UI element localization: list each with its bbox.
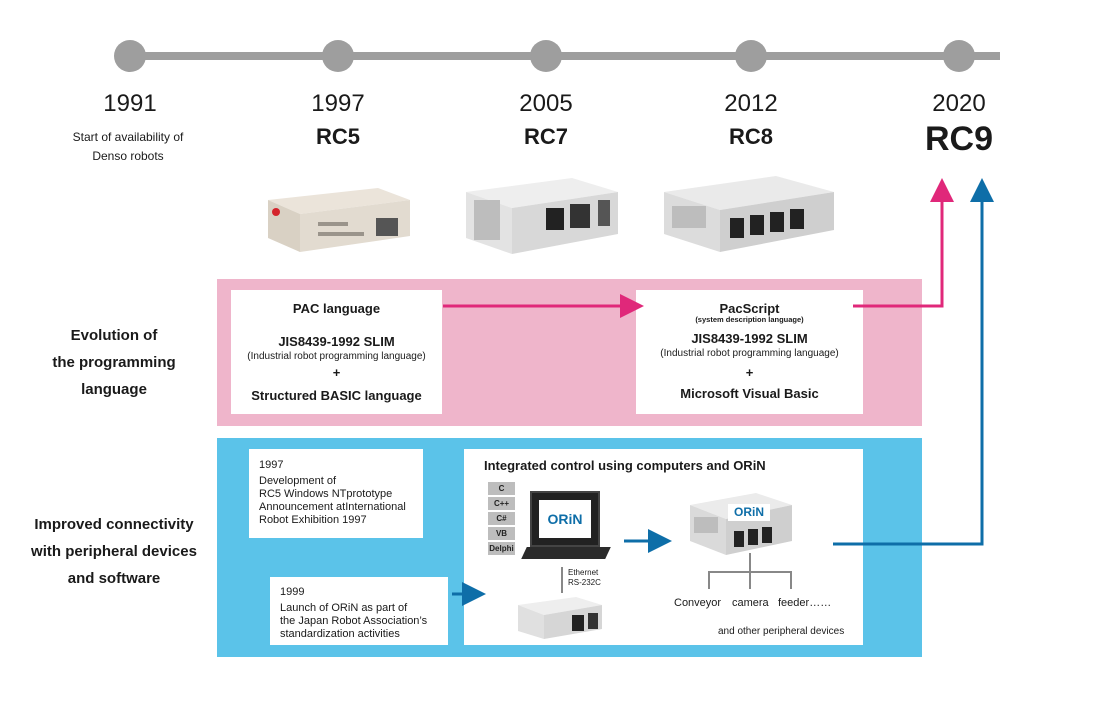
note-line: standardization activities — [280, 628, 400, 640]
year-2005: 2005 — [519, 90, 573, 117]
timeline-line — [128, 52, 1000, 60]
lang-chip-vb: VB — [488, 527, 515, 540]
keyboard-icon — [521, 547, 611, 559]
pacscript-line2: (Industrial robot programming language) — [660, 348, 839, 359]
lang-chip-csharp: C# — [488, 512, 515, 525]
year-1997: 1997 — [311, 90, 365, 117]
pacscript-plus: + — [745, 365, 754, 380]
tree-branch — [749, 571, 751, 589]
lang-chip-cpp: C++ — [488, 497, 515, 510]
computer-monitor-icon: ORiN — [530, 491, 600, 547]
integrated-title: Integrated control using computers and O… — [484, 458, 766, 473]
pac-line1: JIS8439-1992 SLIM — [278, 334, 395, 349]
rc8-controller-image — [664, 176, 834, 252]
pac-language-box: PAC language JIS8439-1992 SLIM (Industri… — [231, 290, 442, 414]
note-line: Denso robots — [92, 149, 164, 163]
note-1997: 1997 Development of RC5 Windows NTprotot… — [249, 449, 423, 538]
lang-chip-delphi: Delphi — [488, 542, 515, 555]
link-label-line: Ethernet — [568, 568, 599, 577]
timeline-dot-1997 — [322, 40, 354, 72]
milestone-1991-note: Start of availability of Denso robots — [48, 128, 208, 166]
pacscript-line3: Microsoft Visual Basic — [680, 386, 819, 401]
label-line: the programming — [52, 354, 176, 371]
pacscript-box: PacScript (system description language) … — [636, 290, 863, 414]
timeline-dot-1991 — [114, 40, 146, 72]
peripheral-footer: and other peripheral devices — [718, 626, 845, 637]
pac-line2: (Industrial robot programming language) — [247, 351, 426, 362]
pc-orin-logo: ORiN — [539, 500, 591, 538]
pac-plus: + — [332, 365, 341, 380]
note-1999: 1999 Launch of ORiN as part of the Japan… — [270, 577, 448, 645]
note-line: the Japan Robot Association’s — [280, 615, 428, 627]
link-line — [561, 567, 563, 593]
model-rc8: RC8 — [728, 124, 773, 149]
rc5-controller-image — [268, 188, 410, 252]
label-line: with peripheral devices — [31, 543, 197, 560]
model-rc7: RC7 — [523, 124, 568, 149]
tree-branch — [708, 571, 710, 589]
pac-line3: Structured BASIC language — [251, 388, 422, 403]
integrated-control-box: Integrated control using computers and O… — [464, 449, 863, 645]
year-2020: 2020 — [932, 90, 986, 117]
programming-section-label: Evolution of the programming language — [14, 322, 214, 403]
tree-branch — [790, 571, 792, 589]
label-line: language — [81, 381, 147, 398]
year-1991: 1991 — [103, 90, 157, 117]
year-2012: 2012 — [724, 90, 778, 117]
link-label-line: RS-232C — [568, 578, 601, 587]
note-line: Robot Exhibition 1997 — [259, 514, 367, 526]
label-line: Improved connectivity — [34, 516, 194, 533]
connectivity-section-label: Improved connectivity with peripheral de… — [14, 511, 214, 592]
tree-stem — [749, 553, 751, 573]
note-line: Development of — [259, 475, 337, 487]
peripheral-feeder: feeder…… — [778, 597, 832, 609]
link-label: Ethernet RS-232C — [568, 568, 601, 588]
note-line: 1997 — [259, 459, 284, 471]
controller-orin-logo: ORiN — [728, 504, 770, 521]
label-line: Evolution of — [70, 327, 158, 344]
small-controller-image — [518, 597, 602, 639]
pacscript-subtitle: (system description language) — [695, 315, 804, 324]
label-line: and software — [67, 570, 161, 587]
note-line: 1999 — [280, 586, 305, 598]
timeline-dot-2012 — [735, 40, 767, 72]
rc7-controller-image — [466, 178, 618, 254]
note-line: Start of availability of — [72, 130, 184, 144]
orin-controller-image — [690, 493, 792, 555]
note-line: Launch of ORiN as part of — [280, 602, 408, 614]
model-rc9: RC9 — [924, 120, 994, 158]
lang-chip-c: C — [488, 482, 515, 495]
timeline-dot-2020 — [943, 40, 975, 72]
pacscript-title: PacScript — [719, 301, 780, 316]
note-line: RC5 Windows NTprototype — [259, 488, 393, 500]
note-line: Announcement atInternational — [259, 501, 406, 513]
pacscript-line1: JIS8439-1992 SLIM — [691, 331, 808, 346]
peripheral-camera: camera — [732, 597, 769, 609]
pac-title: PAC language — [292, 301, 381, 316]
model-rc5: RC5 — [315, 124, 360, 149]
peripheral-conveyor: Conveyor — [674, 597, 722, 609]
timeline-dot-2005 — [530, 40, 562, 72]
